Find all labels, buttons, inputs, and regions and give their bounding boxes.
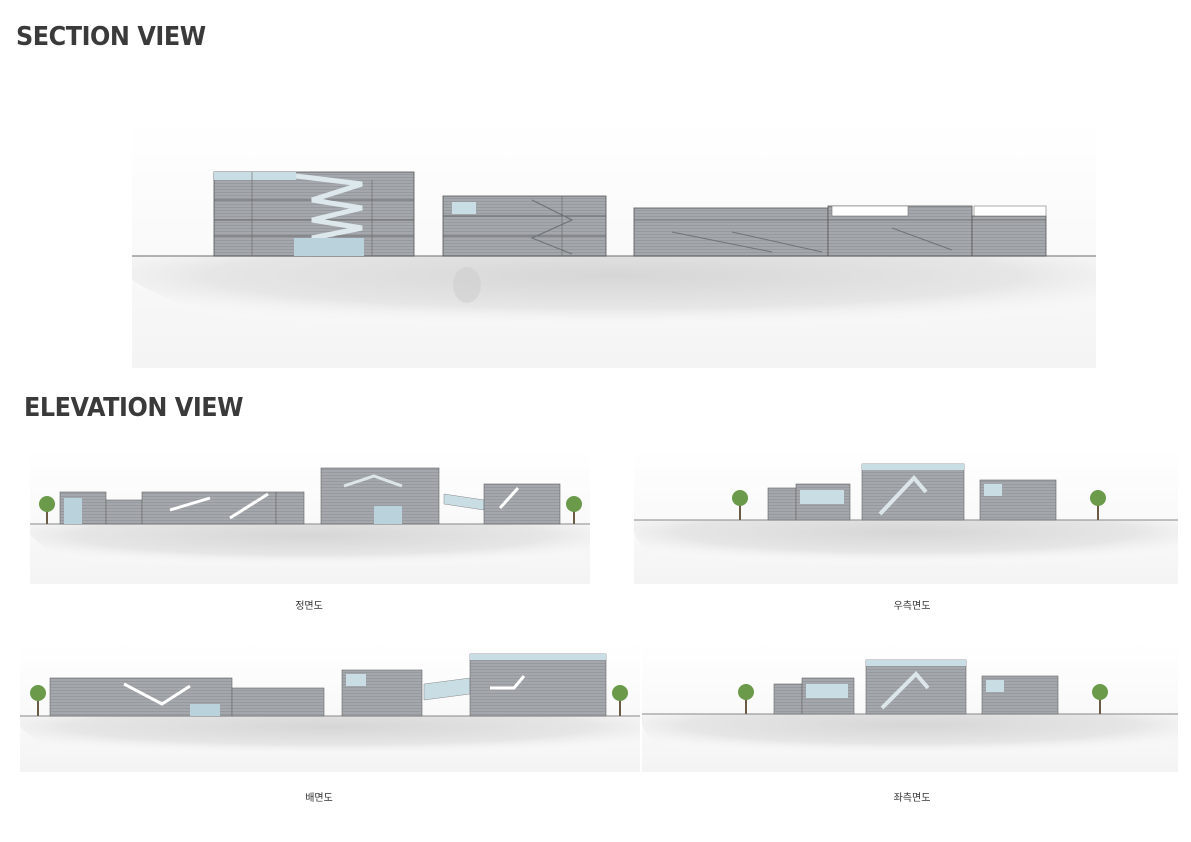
tree-icon <box>738 684 754 714</box>
rear-elevation-drawing <box>20 642 640 772</box>
section-building-1 <box>213 171 415 257</box>
rear-elevation-caption: 배면도 <box>305 793 333 804</box>
left-elevation-drawing <box>642 642 1178 772</box>
front-elevation-drawing <box>30 448 590 584</box>
elevation-view-title: ELEVATION VIEW <box>24 393 244 423</box>
tree-icon <box>612 685 628 716</box>
left-elevation-caption: 좌측면도 <box>893 793 931 804</box>
right-elevation-caption: 우측면도 <box>893 601 931 612</box>
front-elevation-caption: 정면도 <box>295 601 323 612</box>
tree-icon <box>732 490 748 520</box>
tree-icon <box>30 685 46 716</box>
tree-icon <box>566 496 582 524</box>
section-building-3 <box>633 205 1047 257</box>
right-elevation-drawing <box>634 448 1178 584</box>
section-building-2 <box>442 195 607 257</box>
tree-icon <box>1090 490 1106 520</box>
tree-icon <box>1092 684 1108 714</box>
tree-icon <box>39 496 55 524</box>
section-view-title: SECTION VIEW <box>16 22 206 52</box>
section-drawing <box>132 120 1096 368</box>
